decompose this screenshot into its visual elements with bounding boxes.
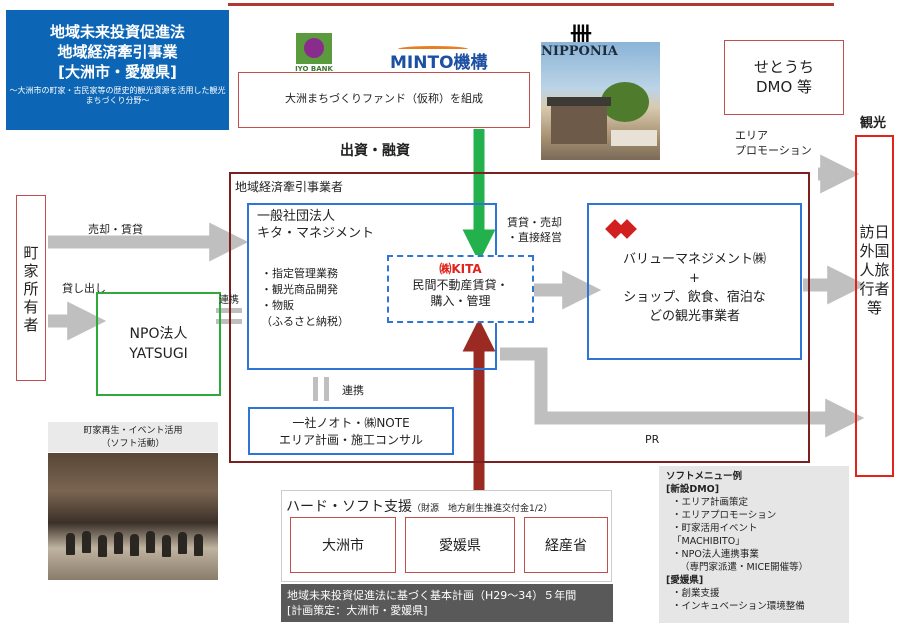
- soft-menu-item: ・エリアプロモーション: [672, 510, 777, 521]
- support-title: ハード・ソフト支援: [286, 499, 412, 515]
- support-title-row: ハード・ソフト支援（財源 地方創生推進交付金1/2）: [286, 496, 553, 516]
- cooperation-label-2: 連携: [342, 384, 364, 397]
- minto-arc-icon: [398, 46, 468, 52]
- soft-menu-heading: [新設DMO]: [666, 484, 720, 495]
- soft-menu-item: 「MACHIBITO」: [672, 536, 745, 547]
- support-source: （財源 地方創生推進交付金1/2）: [412, 504, 553, 514]
- visitors-box: 訪日外国人旅行者等: [855, 135, 894, 477]
- kita-corp-box: ㈱KITA 民間不動産賃貸・ 購入・管理: [387, 255, 534, 323]
- support-org-label: 愛媛県: [439, 538, 481, 554]
- support-box: [281, 490, 612, 582]
- support-org-ozu: 大洲市: [290, 517, 396, 573]
- soft-menu-item: （専門家派遣・MICE開催等）: [680, 562, 809, 573]
- lend-label: 貸し出し: [62, 282, 106, 295]
- minto-logo: MINTO機構: [390, 53, 488, 73]
- support-org-label: 大洲市: [322, 538, 364, 554]
- iyo-bank-logo: IYO BANK: [290, 33, 338, 77]
- soft-menu-box: ソフトメニュー例 [新設DMO] ・エリア計画策定 ・エリアプロモーション ・町…: [659, 466, 849, 623]
- value-management-name: バリューマネジメント㈱: [622, 252, 766, 267]
- nipponia-photo: [541, 42, 660, 160]
- owners-box: 町家所有者: [16, 195, 46, 381]
- title-line-2: 地域経済牽引事業: [57, 43, 178, 61]
- soft-menu-item: ・町家活用イベント: [672, 523, 758, 534]
- kita-corp-name: ㈱KITA: [439, 262, 482, 276]
- support-org-ehime: 愛媛県: [405, 517, 515, 573]
- npo-yatsugi-box: NPO法人 YATSUGI: [96, 292, 221, 396]
- capital-label: 出資・融資: [340, 143, 410, 159]
- soft-menu-item: ・創業支援: [672, 588, 720, 599]
- fund-box: [238, 72, 530, 128]
- note-label: 一社ノオト・㈱NOTE エリア計画・施工コンサル: [278, 416, 423, 447]
- soft-menu-item: ・エリア計画策定: [672, 497, 749, 508]
- title-box: 地域未来投資促進法 地域経済牽引事業 [大洲市・愛媛県] ～大洲市の町家・古民家…: [6, 10, 229, 130]
- kita-management-items: ・指定管理業務 ・観光商品開発 ・物販 （ふるさと納税）: [261, 267, 349, 328]
- value-management-desc: ショップ、飲食、宿泊な どの観光事業者: [623, 290, 766, 324]
- title-line-1: 地域未来投資促進法: [49, 23, 185, 41]
- region-operator-title: 地域経済牽引事業者: [235, 180, 344, 194]
- tourism-header: 観光: [860, 116, 887, 131]
- sale-lease-label: 売却・賃貸: [88, 223, 143, 236]
- value-management-plus: +: [689, 271, 700, 286]
- setouchi-dmo-box: せとうち DMO 等: [724, 40, 844, 115]
- region-operator-box: [229, 172, 810, 463]
- kita-corp-desc: 民間不動産賃貸・ 購入・管理: [412, 278, 509, 308]
- group-photo: [48, 453, 218, 580]
- top-rule: [228, 3, 834, 6]
- soft-menu-title: ソフトメニュー例: [666, 471, 743, 482]
- lease-sale-direct-label: 賃貸・売却 ・直接経営: [507, 216, 562, 244]
- soft-menu-item: ・インキュベーション環境整備: [672, 601, 805, 612]
- soft-menu-heading: [愛媛県]: [666, 575, 704, 586]
- basic-plan-bar: 地域未来投資促進法に基づく基本計画（H29～34）５年間 [計画策定：大洲市・愛…: [281, 584, 613, 622]
- value-management-box: バリューマネジメント㈱ + ショップ、飲食、宿泊な どの観光事業者: [587, 203, 802, 360]
- support-org-meti: 経産省: [524, 517, 608, 573]
- support-org-label: 経産省: [545, 538, 587, 554]
- coop-mark-note: [313, 377, 318, 401]
- basic-plan-text: 地域未来投資促進法に基づく基本計画（H29～34）５年間 [計画策定：大洲市・愛…: [287, 589, 577, 617]
- area-promotion-label: エリア プロモーション: [735, 129, 812, 157]
- setouchi-dmo-label: せとうち DMO 等: [753, 58, 814, 96]
- photo-caption-text: 町家再生・イベント活用 （ソフト活動）: [83, 426, 183, 449]
- npo-yatsugi-label: NPO法人 YATSUGI: [129, 326, 188, 362]
- nipponia-logo: NIPPONIA: [541, 44, 618, 59]
- owners-label: 町家所有者: [23, 244, 39, 334]
- pr-arrow: [500, 347, 865, 438]
- kita-management-title: 一般社団法人 キタ・マネジメント: [257, 209, 375, 241]
- fund-label: 大洲まちづくりファンド（仮称）を組成: [285, 92, 483, 105]
- cooperation-label-1: 連携: [219, 295, 239, 306]
- iyo-bank-logo-text: IYO BANK: [295, 65, 333, 73]
- note-box: 一社ノオト・㈱NOTE エリア計画・施工コンサル: [248, 407, 454, 455]
- title-subtitle: ～大洲市の町家・古民家等の歴史的観光資源を活用した観光まちづくり分野～: [9, 86, 226, 105]
- visitors-label: 訪日外国人旅行者等: [859, 223, 890, 317]
- title-line-3: [大洲市・愛媛県]: [58, 63, 177, 81]
- flower-icon: [304, 38, 324, 58]
- soft-menu-item: ・NPO法人連携事業: [672, 549, 759, 560]
- photo-caption: 町家再生・イベント活用 （ソフト活動）: [48, 422, 218, 452]
- pr-label: PR: [645, 433, 660, 446]
